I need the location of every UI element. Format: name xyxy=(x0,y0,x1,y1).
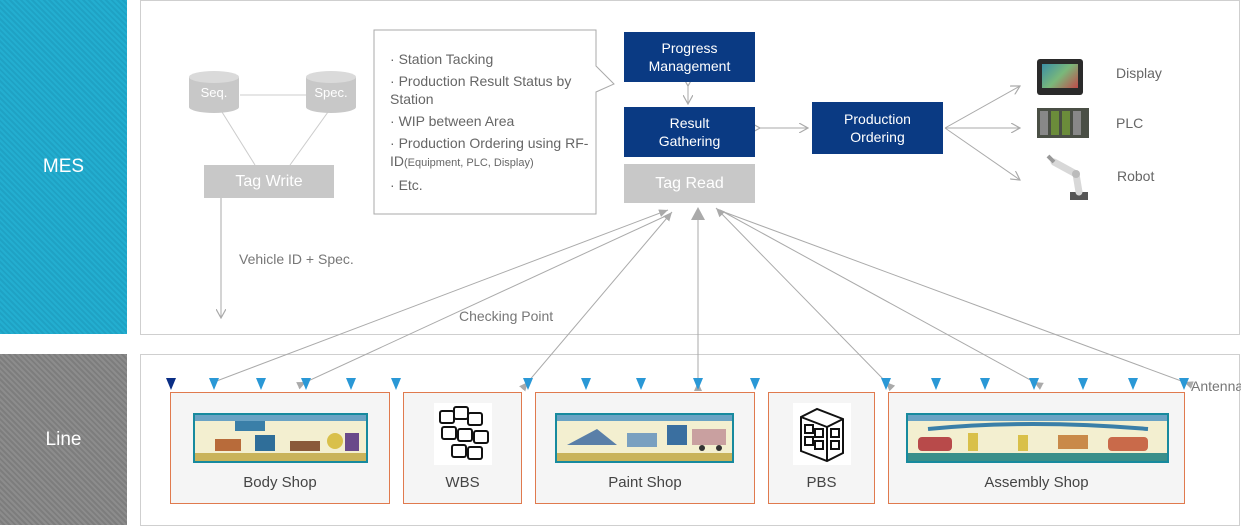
checkpoint-link xyxy=(213,209,669,383)
antenna-icon xyxy=(750,378,760,390)
paint-shop-illustration xyxy=(555,413,734,463)
checkpoint-link xyxy=(296,213,671,390)
checkpoint-link xyxy=(519,211,673,392)
antenna-icon xyxy=(1078,378,1088,390)
antenna-icon xyxy=(931,378,941,390)
function-bubble xyxy=(373,29,615,215)
seq-label: Seq. xyxy=(200,85,228,100)
antenna-icon xyxy=(1128,378,1138,390)
function-item: · Etc. xyxy=(390,177,423,193)
body-shop-illustration xyxy=(193,413,368,463)
db-link xyxy=(289,111,329,166)
spec-database-icon: Spec. xyxy=(305,70,357,114)
mes-label: MES xyxy=(42,156,85,177)
ordering-robot-link xyxy=(944,127,1020,180)
antenna-icon xyxy=(209,378,219,390)
tag-read-label: Tag Read xyxy=(655,174,724,192)
function-item: · Production Ordering using RF-ID(Equipm… xyxy=(390,135,589,169)
checking-point-label: Checking Point xyxy=(459,308,554,324)
antenna-icon xyxy=(346,378,356,390)
antenna-icon xyxy=(1029,378,1039,390)
tag-read-box: Tag Read xyxy=(624,164,755,203)
display-label: Display xyxy=(1116,65,1162,81)
antenna-icon xyxy=(581,378,591,390)
result-gathering-label: Result Gathering xyxy=(658,115,721,149)
antenna-icon xyxy=(391,378,401,390)
seq-database-icon: Seq. xyxy=(188,70,240,114)
antenna-icon xyxy=(1179,378,1189,390)
result-gathering-box: Result Gathering xyxy=(624,107,755,157)
paint-shop-box: Paint Shop xyxy=(535,392,755,504)
antenna-icon xyxy=(301,378,311,390)
display-panel-icon xyxy=(1037,59,1083,95)
spec-label: Spec. xyxy=(314,85,348,100)
line-label: Line xyxy=(45,428,82,450)
ordering-display-link xyxy=(944,86,1020,129)
checkpoint-link xyxy=(715,207,896,392)
progress-management-label: Progress Management xyxy=(648,40,731,74)
pbs-box: PBS xyxy=(768,392,875,504)
function-item: · Station Tacking xyxy=(390,51,494,67)
function-item: · WIP between Area xyxy=(390,113,515,129)
function-list: · Station Tacking · Production Result St… xyxy=(390,50,595,198)
tag-write-box: Tag Write xyxy=(204,165,334,198)
function-item: · Production Result Status by Station xyxy=(390,73,572,107)
antenna-icon xyxy=(980,378,990,390)
pbs-storage-icon xyxy=(793,403,851,465)
vehicle-id-label: Vehicle ID + Spec. xyxy=(239,251,354,267)
pbs-label: PBS xyxy=(806,474,837,491)
wbs-storage-icon xyxy=(434,403,492,465)
wbs-label: WBS xyxy=(445,474,480,491)
wbs-box: WBS xyxy=(403,392,522,504)
checkpoint-link xyxy=(723,211,1194,389)
robot-arm-icon xyxy=(1040,152,1090,202)
production-ordering-label: Production Ordering xyxy=(844,111,911,145)
antenna-icon xyxy=(881,378,891,390)
tag-write-label: Tag Write xyxy=(235,172,303,190)
antenna-icon xyxy=(693,378,703,390)
plc-label: PLC xyxy=(1116,115,1144,131)
plc-icon xyxy=(1037,108,1089,138)
antenna-row xyxy=(166,378,1189,390)
production-ordering-box: Production Ordering xyxy=(812,102,943,154)
paint-shop-label: Paint Shop xyxy=(608,474,682,491)
db-link xyxy=(221,111,256,166)
antenna-label: Antenna xyxy=(1191,378,1241,394)
antenna-icon xyxy=(636,378,646,390)
robot-label: Robot xyxy=(1117,168,1155,184)
antenna-icon xyxy=(166,378,176,390)
body-shop-box: Body Shop xyxy=(170,392,390,504)
body-shop-label: Body Shop xyxy=(243,474,317,491)
assembly-shop-box: Assembly Shop xyxy=(888,392,1185,504)
line-band: Line xyxy=(0,354,127,525)
progress-management-box: Progress Management xyxy=(624,32,755,82)
antenna-icon xyxy=(256,378,266,390)
mes-band: MES xyxy=(0,0,127,334)
antenna-icon xyxy=(523,378,533,390)
assembly-shop-illustration xyxy=(906,413,1169,463)
checkpoint-link xyxy=(719,209,1044,390)
assembly-shop-label: Assembly Shop xyxy=(984,474,1089,491)
